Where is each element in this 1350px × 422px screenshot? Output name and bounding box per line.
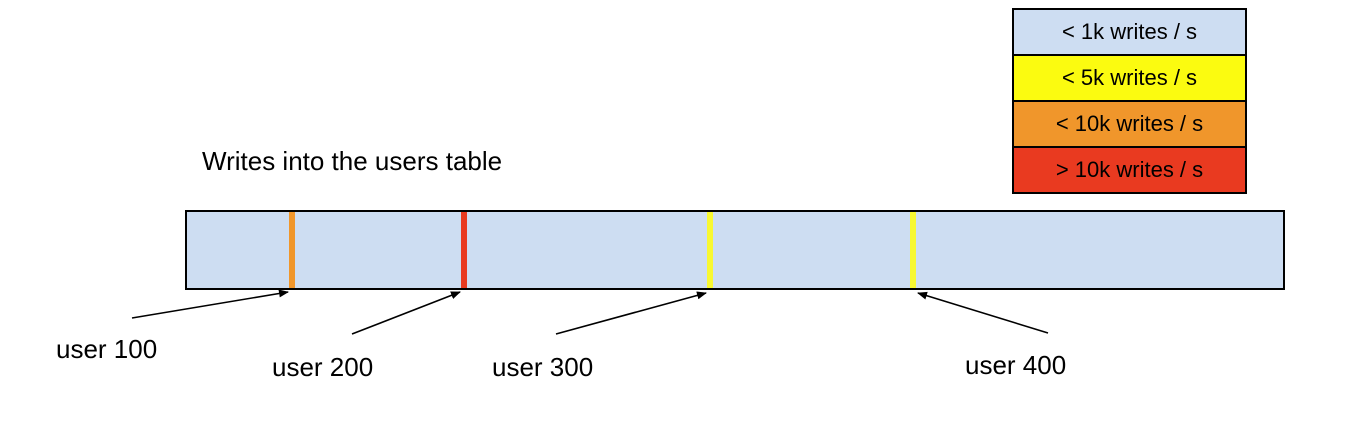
- legend: < 1k writes / s < 5k writes / s < 10k wr…: [1012, 8, 1247, 194]
- label-user-100: user 100: [56, 334, 158, 364]
- legend-item-gt-10k: > 10k writes / s: [1012, 146, 1247, 194]
- arrow-user-400: [917, 291, 1049, 334]
- label-user-400: user 400: [965, 350, 1067, 380]
- legend-item-label: < 10k writes / s: [1055, 111, 1204, 136]
- legend-item-label: < 5k writes / s: [1061, 65, 1198, 90]
- legend-item-lt-1k: < 1k writes / s: [1012, 8, 1247, 56]
- arrow-user-100: [131, 289, 289, 319]
- shard-marker-user-200: [461, 212, 468, 288]
- legend-item-label: > 10k writes / s: [1055, 157, 1204, 182]
- label-user-300: user 300: [492, 352, 594, 382]
- label-user-200: user 200: [272, 352, 374, 382]
- shard-marker-user-400: [909, 212, 916, 288]
- diagram-title: Writes into the users table: [202, 146, 503, 176]
- users-table-bar: [185, 210, 1285, 290]
- shard-marker-user-100: [289, 212, 296, 288]
- legend-item-lt-5k: < 5k writes / s: [1012, 54, 1247, 102]
- arrow-user-200: [351, 291, 461, 335]
- arrow-user-300: [555, 291, 707, 335]
- legend-item-lt-10k: < 10k writes / s: [1012, 100, 1247, 148]
- shard-marker-user-300: [706, 212, 713, 288]
- legend-item-label: < 1k writes / s: [1061, 19, 1198, 44]
